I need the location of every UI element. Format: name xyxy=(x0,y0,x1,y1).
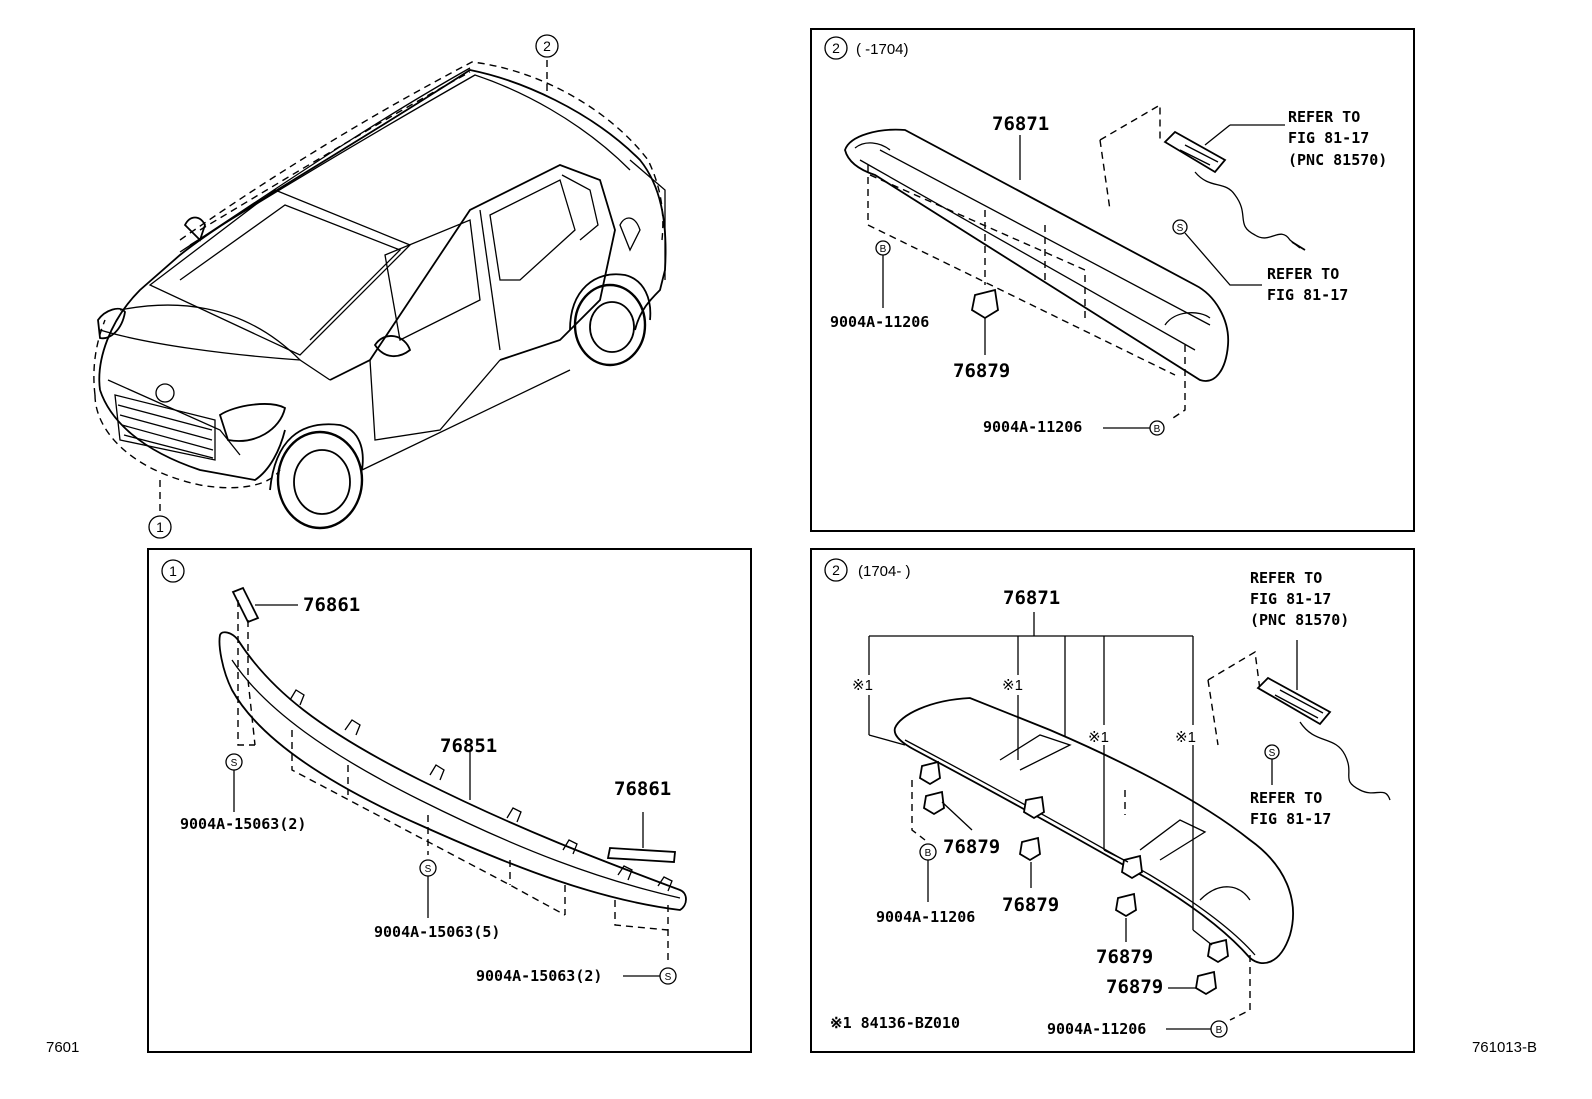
svg-text:2: 2 xyxy=(832,40,840,56)
refer-note-1-line-2: FIG 81-17 xyxy=(1250,590,1331,608)
refer-note-2-line-1: REFER TO xyxy=(1267,265,1339,283)
clip-icon xyxy=(1207,938,1229,964)
footer-code-left: 7601 xyxy=(46,1039,79,1056)
svg-text:S: S xyxy=(665,972,672,983)
screw-code-right: 9004A-15063(2) xyxy=(476,967,602,985)
callout-2: 2 xyxy=(535,34,559,58)
front-lip-spoiler xyxy=(218,631,687,911)
clip-icon xyxy=(1121,854,1143,880)
refer-note-1-line-1: REFER TO xyxy=(1250,569,1322,587)
panel-front-lip: 1 S S S xyxy=(147,548,752,1053)
note-mark-1: ※1 xyxy=(852,677,873,694)
date-range-late: (1704- ) xyxy=(858,563,911,580)
clip-icon xyxy=(1115,892,1137,918)
part-number-76871: 76871 xyxy=(1003,587,1060,609)
bolt-code-left: 9004A-11206 xyxy=(830,313,929,331)
car-illustration xyxy=(93,60,667,530)
panel-callout-2 xyxy=(824,36,848,60)
stop-lamp-icon xyxy=(1163,130,1227,174)
svg-text:1: 1 xyxy=(169,563,177,579)
bolt-code-right: 9004A-11206 xyxy=(983,418,1082,436)
clip-icon xyxy=(919,760,941,786)
refer-note-2-line-2: FIG 81-17 xyxy=(1267,286,1348,304)
part-number-76851: 76851 xyxy=(440,735,497,757)
svg-text:2: 2 xyxy=(832,562,840,578)
stop-lamp-icon xyxy=(1256,676,1332,726)
svg-text:S: S xyxy=(425,864,432,875)
clip-icon xyxy=(1023,795,1045,820)
bolt-code-left: 9004A-11206 xyxy=(876,908,975,926)
part-number-76879-3: 76879 xyxy=(1096,946,1153,968)
svg-text:B: B xyxy=(1216,1025,1223,1036)
svg-text:S: S xyxy=(231,758,238,769)
clip-icon xyxy=(970,288,999,320)
lip-bracket-top xyxy=(231,586,260,624)
footnote: ※1 84136-BZ010 xyxy=(830,1014,960,1032)
note-mark-4: ※1 xyxy=(1175,729,1196,746)
part-number-76861-top: 76861 xyxy=(303,594,360,616)
note-mark-3: ※1 xyxy=(1088,729,1109,746)
lip-bracket-bottom xyxy=(606,847,676,863)
part-number-76879: 76879 xyxy=(953,360,1010,382)
clip-icon xyxy=(1195,970,1217,996)
screw-s-icon xyxy=(1172,219,1188,235)
part-number-76879-4: 76879 xyxy=(1106,976,1163,998)
svg-text:B: B xyxy=(925,848,932,859)
clip-icon xyxy=(923,790,945,816)
screw-code-center: 9004A-15063(5) xyxy=(374,923,500,941)
svg-text:1: 1 xyxy=(156,519,164,535)
rear-spoiler-early xyxy=(844,128,1229,382)
screw-code-left: 9004A-15063(2) xyxy=(180,815,306,833)
note-mark-2: ※1 xyxy=(1002,677,1023,694)
callout-1: 1 xyxy=(148,515,172,539)
svg-text:B: B xyxy=(1154,424,1161,435)
panel-spoiler-late: 2 (1704- ) xyxy=(810,548,1415,1053)
refer-note-1-line-3: (PNC 81570) xyxy=(1288,151,1387,169)
date-range-early: ( -1704) xyxy=(856,41,909,58)
refer-note-1-line-3: (PNC 81570) xyxy=(1250,611,1349,629)
refer-note-1-line-2: FIG 81-17 xyxy=(1288,129,1369,147)
refer-note-2-line-2: FIG 81-17 xyxy=(1250,810,1331,828)
footer-code-right: 761013-B xyxy=(1472,1039,1537,1056)
panel-callout-1 xyxy=(161,559,185,583)
refer-note-2-line-1: REFER TO xyxy=(1250,789,1322,807)
part-number-76879-1: 76879 xyxy=(943,836,1000,858)
svg-text:2: 2 xyxy=(543,38,551,54)
bolt-code-bottom: 9004A-11206 xyxy=(1047,1020,1146,1038)
svg-text:S: S xyxy=(1269,748,1276,759)
part-number-76861-bottom: 76861 xyxy=(614,778,671,800)
part-number-76871: 76871 xyxy=(992,113,1049,135)
refer-note-1-line-1: REFER TO xyxy=(1288,108,1360,126)
part-number-76879-2: 76879 xyxy=(1002,894,1059,916)
panel-spoiler-early: 2 ( -1704) B B S xyxy=(810,28,1415,532)
svg-text:S: S xyxy=(1177,223,1184,234)
panel-callout-2 xyxy=(824,558,848,582)
clip-icon xyxy=(1019,836,1041,862)
svg-text:B: B xyxy=(880,244,887,255)
